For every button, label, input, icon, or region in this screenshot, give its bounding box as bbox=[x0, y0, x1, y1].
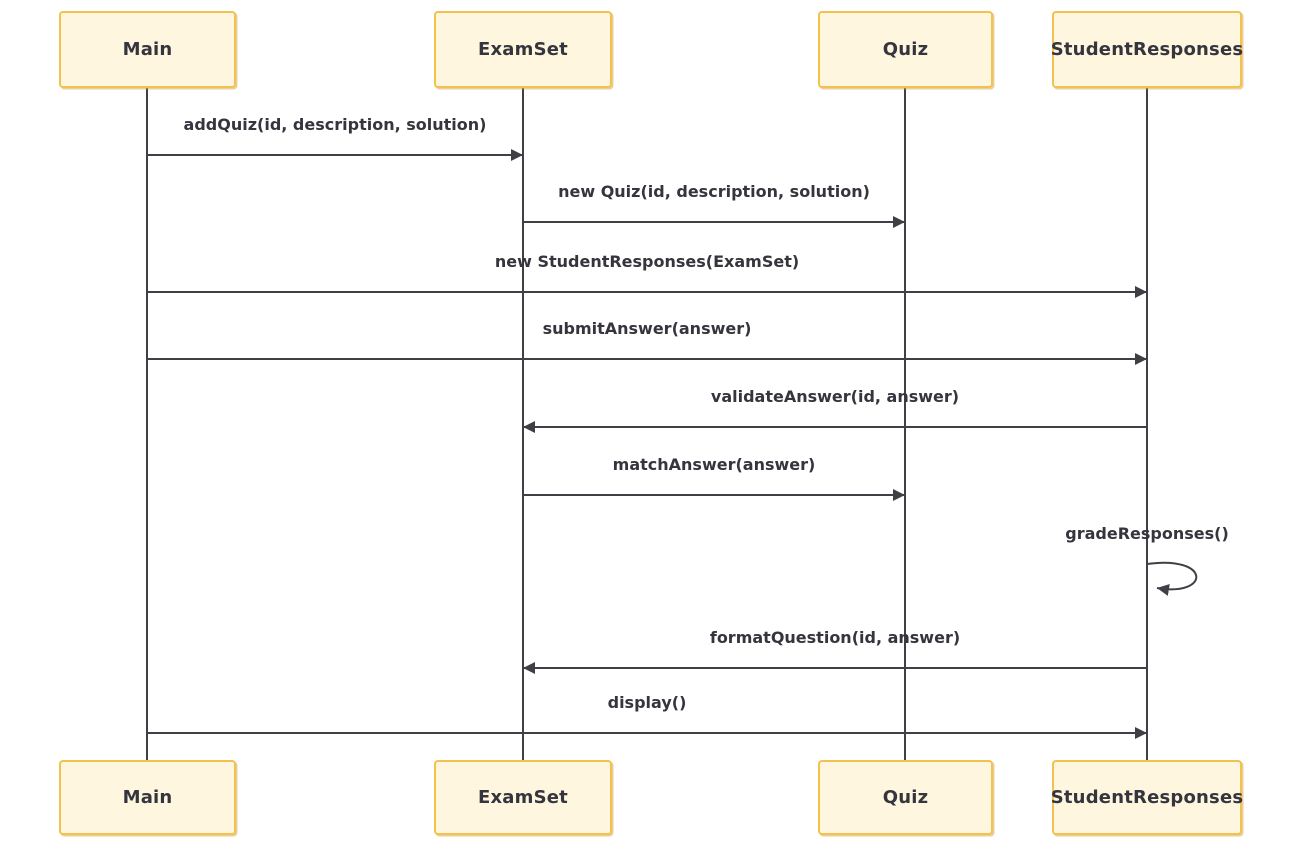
actor-box-bottom-studentresponses: StudentResponses bbox=[1050, 760, 1244, 835]
actor-label-bottom-quiz: Quiz bbox=[882, 787, 929, 808]
message-label-6: gradeResponses() bbox=[1065, 524, 1229, 543]
actor-label-top-examset: ExamSet bbox=[478, 39, 568, 60]
actor-box-top-quiz: Quiz bbox=[818, 11, 993, 88]
message-label-5: matchAnswer(answer) bbox=[612, 455, 816, 474]
actor-label-top-main: Main bbox=[122, 39, 173, 60]
actor-label-bottom-examset: ExamSet bbox=[478, 787, 568, 808]
actor-label-bottom-studentresponses: StudentResponses bbox=[1050, 787, 1244, 808]
message-label-7: formatQuestion(id, answer) bbox=[709, 628, 961, 647]
actor-box-bottom-main: Main bbox=[59, 760, 236, 835]
actor-label-top-quiz: Quiz bbox=[882, 39, 929, 60]
message-label-8: display() bbox=[607, 693, 687, 712]
actor-label-bottom-main: Main bbox=[122, 787, 173, 808]
actor-box-top-main: Main bbox=[59, 11, 236, 88]
message-label-3: submitAnswer(answer) bbox=[542, 319, 752, 338]
message-label-0: addQuiz(id, description, solution) bbox=[183, 115, 487, 134]
actor-box-bottom-quiz: Quiz bbox=[818, 760, 993, 835]
actor-box-bottom-examset: ExamSet bbox=[434, 760, 612, 835]
message-self-loop-6 bbox=[1146, 561, 1198, 596]
message-label-1: new Quiz(id, description, solution) bbox=[558, 182, 870, 201]
actor-box-top-examset: ExamSet bbox=[434, 11, 612, 88]
actor-label-top-studentresponses: StudentResponses bbox=[1050, 39, 1244, 60]
actor-box-top-studentresponses: StudentResponses bbox=[1050, 11, 1244, 88]
message-label-4: validateAnswer(id, answer) bbox=[710, 387, 960, 406]
message-label-2: new StudentResponses(ExamSet) bbox=[494, 252, 800, 271]
